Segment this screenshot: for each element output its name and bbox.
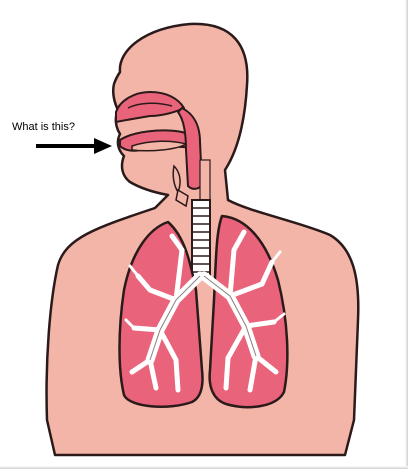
trachea — [191, 199, 211, 279]
pointer-arrow — [36, 138, 112, 154]
larynx-cartilage — [175, 188, 189, 208]
pharynx — [177, 107, 203, 190]
question-label: What is this? — [12, 121, 75, 133]
nasal-turbinate — [127, 102, 173, 109]
frame-shadow-right — [405, 0, 408, 469]
trachea-rings — [192, 207, 210, 273]
bronchial-outline — [149, 275, 257, 361]
frame-shadow-bottom — [0, 466, 408, 469]
